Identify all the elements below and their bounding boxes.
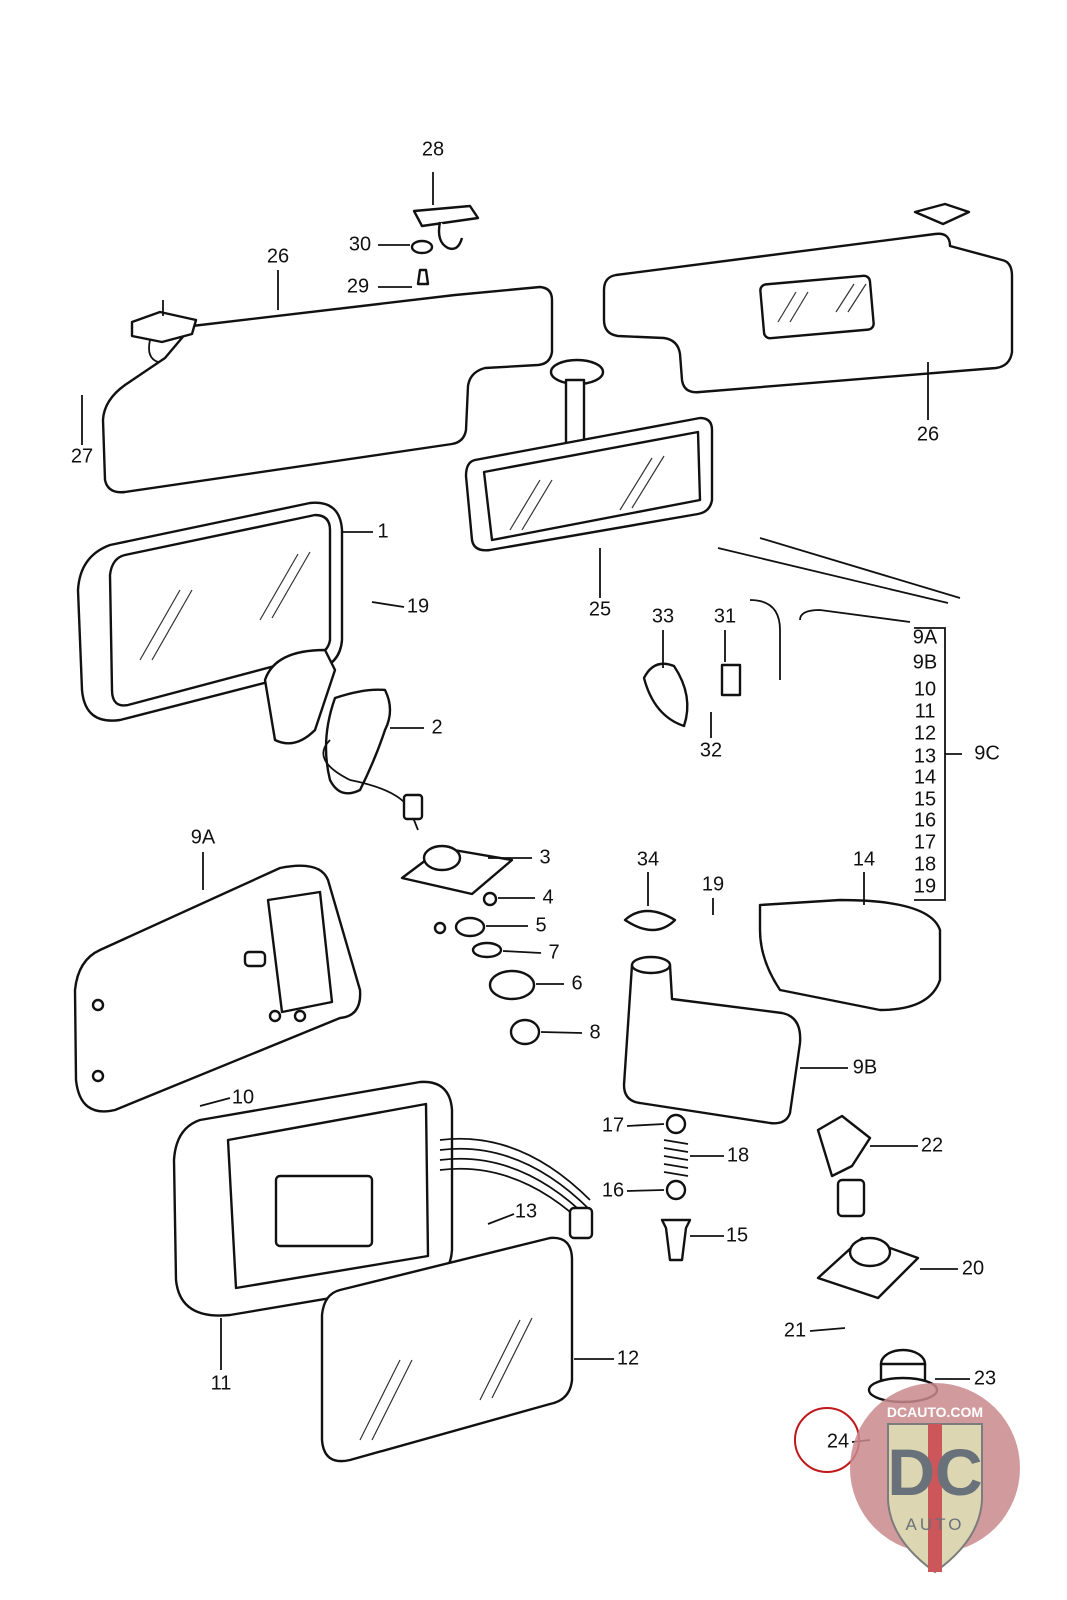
group-item-10: 10 xyxy=(914,678,936,700)
callout-25: 25 xyxy=(589,598,611,620)
group-item-12: 12 xyxy=(914,722,936,744)
callout-10: 10 xyxy=(232,1086,254,1108)
callout-32: 32 xyxy=(700,739,722,761)
group-item-17: 17 xyxy=(914,831,936,853)
leader-line xyxy=(540,1031,583,1034)
callout-14: 14 xyxy=(853,848,875,870)
callout-19: 19 xyxy=(702,873,724,895)
leader-line xyxy=(371,601,405,608)
group-label-9c: 9C xyxy=(974,742,1000,764)
door-outline xyxy=(717,537,961,680)
watermark-dc: DC xyxy=(887,1435,982,1509)
small-parts-right xyxy=(623,662,942,1404)
mirror-frame-11 xyxy=(172,1080,594,1317)
callout-17: 17 xyxy=(602,1114,624,1136)
callout-21: 21 xyxy=(784,1319,806,1341)
watermark-url: DCAUTO.COM xyxy=(887,1404,983,1420)
mirror-housing-9a xyxy=(73,864,362,1113)
callout-24: 24 xyxy=(827,1430,849,1452)
sun-visor-left xyxy=(101,285,554,494)
leader-line xyxy=(199,1097,231,1107)
callout-9a: 9A xyxy=(191,826,216,848)
callout-8: 8 xyxy=(589,1021,600,1043)
group-item-19: 19 xyxy=(914,875,936,897)
dcauto-watermark-logo: DCAUTO.COM DC AUTO xyxy=(850,1383,1020,1574)
callout-27: 27 xyxy=(71,445,93,467)
callout-5: 5 xyxy=(535,914,546,936)
watermark-auto: AUTO xyxy=(906,1515,965,1534)
group-item-9a: 9A xyxy=(913,626,938,648)
group-item-14: 14 xyxy=(914,766,936,788)
group-item-16: 16 xyxy=(914,809,936,831)
leader-line xyxy=(502,950,542,954)
callout-6: 6 xyxy=(571,972,582,994)
group-item-9b: 9B xyxy=(913,651,937,673)
callout-31: 31 xyxy=(714,605,736,627)
leader-line xyxy=(809,1327,846,1332)
leader-line xyxy=(487,1213,515,1225)
mirror-glass-12 xyxy=(320,1236,574,1463)
callout-33: 33 xyxy=(652,605,674,627)
callout-18: 18 xyxy=(727,1144,749,1166)
group-bracket xyxy=(914,627,962,901)
callout-11: 11 xyxy=(211,1372,232,1394)
callout-29: 29 xyxy=(347,275,369,297)
sun-visor-right xyxy=(602,202,1014,394)
callout-15: 15 xyxy=(726,1224,748,1246)
leader-line xyxy=(626,1123,665,1127)
callout-4: 4 xyxy=(542,886,553,908)
callout-23: 23 xyxy=(974,1367,996,1389)
group-item-13: 13 xyxy=(914,745,936,767)
group-item-18: 18 xyxy=(914,853,936,875)
callout-26: 26 xyxy=(267,245,289,267)
callout-13: 13 xyxy=(515,1200,537,1222)
callout-1: 1 xyxy=(377,520,388,542)
callout-34: 34 xyxy=(637,848,659,870)
callout-28: 28 xyxy=(422,138,444,160)
callout-20: 20 xyxy=(962,1257,984,1279)
callout-9b: 9B xyxy=(853,1056,877,1078)
mirror-housing-9b xyxy=(622,955,802,1125)
interior-rear-view-mirror xyxy=(464,358,714,552)
visor-clip xyxy=(410,204,480,286)
mirror-mount-parts xyxy=(400,844,541,1046)
group-item-15: 15 xyxy=(914,788,936,810)
callout-16: 16 xyxy=(602,1179,624,1201)
leader-line xyxy=(626,1189,665,1192)
door-mirror-assembly xyxy=(76,501,424,831)
callout-12: 12 xyxy=(617,1347,639,1369)
callout-7: 7 xyxy=(548,941,559,963)
callout-22: 22 xyxy=(921,1134,943,1156)
callout-26: 26 xyxy=(917,423,939,445)
callout-3: 3 xyxy=(539,846,550,868)
callout-30: 30 xyxy=(349,233,371,255)
callout-2: 2 xyxy=(431,716,442,738)
callout-19: 19 xyxy=(407,595,429,617)
group-item-11: 11 xyxy=(915,700,936,722)
